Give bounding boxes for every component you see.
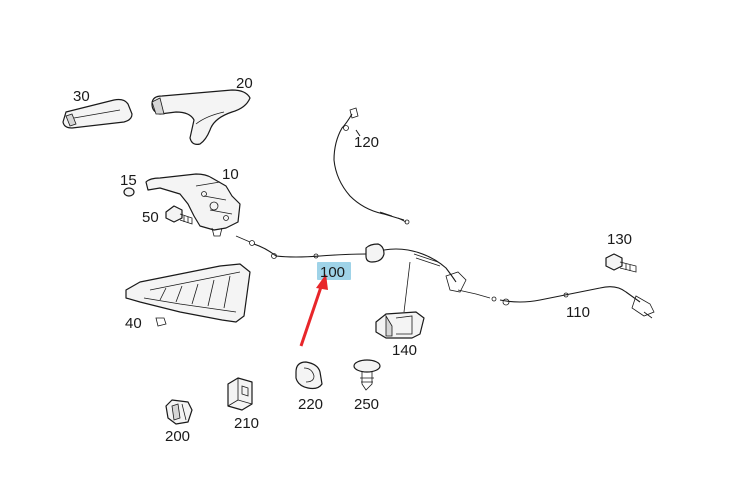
part-40-cover-tray[interactable] xyxy=(125,263,251,327)
label-120[interactable]: 120 xyxy=(354,134,379,151)
part-130-bolt[interactable] xyxy=(605,253,637,273)
label-20[interactable]: 20 xyxy=(236,75,253,92)
part-140-bracket[interactable] xyxy=(375,261,425,339)
part-210-holder[interactable] xyxy=(227,377,253,411)
label-10[interactable]: 10 xyxy=(222,166,239,183)
label-15[interactable]: 15 xyxy=(120,172,137,189)
label-30[interactable]: 30 xyxy=(73,88,90,105)
label-40[interactable]: 40 xyxy=(125,315,142,332)
label-200[interactable]: 200 xyxy=(165,428,190,445)
part-15-cap[interactable] xyxy=(123,187,135,197)
label-140[interactable]: 140 xyxy=(392,342,417,359)
part-220-clamp[interactable] xyxy=(295,361,323,390)
highlight-arrow xyxy=(299,274,328,347)
part-30-grip-cover[interactable] xyxy=(62,98,133,129)
label-110[interactable]: 110 xyxy=(566,304,590,321)
label-250[interactable]: 250 xyxy=(354,396,379,413)
part-50-bolt[interactable] xyxy=(165,205,193,225)
part-250-push-rivet[interactable] xyxy=(353,359,381,391)
label-220[interactable]: 220 xyxy=(298,396,323,413)
label-130[interactable]: 130 xyxy=(607,231,632,248)
label-210[interactable]: 210 xyxy=(234,415,259,432)
part-100-main-cable[interactable] xyxy=(235,235,497,302)
part-20-handle-cover[interactable] xyxy=(151,89,251,145)
label-50[interactable]: 50 xyxy=(142,209,159,226)
part-110-rear-cable[interactable] xyxy=(499,286,655,319)
leader-120 xyxy=(355,129,361,137)
part-120-cable-upper[interactable] xyxy=(333,107,410,225)
part-200-clip[interactable] xyxy=(165,399,193,425)
part-10-lever-assembly[interactable] xyxy=(145,173,241,237)
label-100[interactable]: 100 xyxy=(320,264,345,281)
